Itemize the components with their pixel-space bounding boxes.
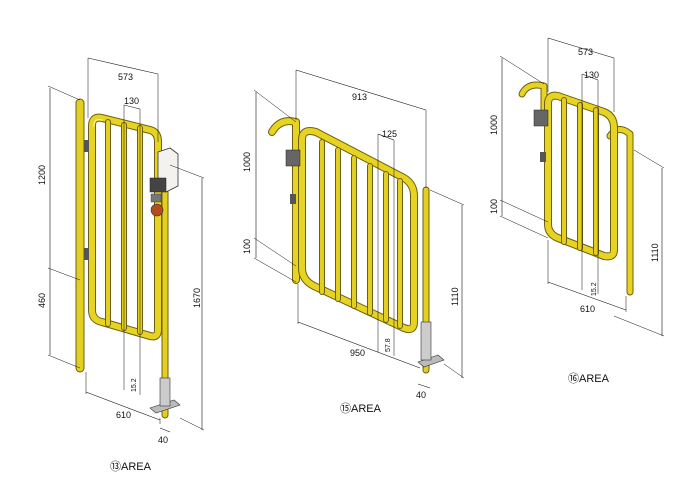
dim-width-bottom: 610 [580,304,595,314]
hinge [290,194,296,204]
hinge [84,140,89,152]
gate-bars [561,97,599,256]
area-label-13: ⑬AREA [110,460,152,473]
left-hook-post-fill [519,82,547,115]
hinge [540,152,546,162]
gate-frame-fill [299,128,417,333]
post-bracket [159,377,171,407]
lock-knob [150,203,164,217]
dimensions-15: 913 125 1000 100 1110 57.8 950 40 [242,69,465,400]
dim-width-top: 573 [118,72,133,82]
gate-frame-fill [89,114,161,340]
dim-height-left: 1000 [489,115,499,135]
area-label-15: ⑮AREA [340,402,382,415]
dim-width-top: 573 [578,47,593,57]
gate-bars [319,139,403,329]
dim-bar-dia: 15.2 [131,378,138,392]
dim-height-lower: 100 [489,199,499,214]
dim-height-lower: 100 [242,239,252,254]
hinge-latch [533,109,549,127]
dim-post: 40 [416,390,426,400]
gate-16: 573 130 1000 100 1110 15.2 610 ⑯AREA [489,37,665,385]
dim-width-top: 913 [352,92,367,102]
dim-height-left: 1200 [37,165,47,185]
post-bracket [420,321,432,361]
frame-highlight [93,118,103,127]
dim-height-left: 1000 [242,152,252,172]
dim-post: 40 [158,435,168,445]
hinge-latch [285,149,301,167]
dimensions-16: 573 130 1000 100 1110 15.2 610 [489,37,665,337]
dim-bar-dia: 57.8 [385,338,392,352]
gate-15: 913 125 1000 100 1110 57.8 950 40 ⑮AREA [242,69,465,415]
dim-height-post: 1110 [650,243,660,262]
base-plate [417,354,445,368]
dim-width-bottom: 950 [350,348,365,358]
area-label-16: ⑯AREA [568,372,610,385]
dim-bar-dia: 15.2 [591,282,598,296]
dim-bar-spacing: 125 [382,129,397,139]
gate-frame-fill [545,92,617,260]
dim-bar-spacing: 130 [124,96,139,106]
gate-13: 573 130 1200 460 1670 15.2 610 40 ⑬AREA [37,57,205,473]
dim-width-bottom: 610 [116,410,131,420]
dim-height-post: 1670 [192,288,202,308]
lock-box [149,147,179,217]
dim-height-post: 1110 [450,287,460,306]
hinge [84,248,89,260]
dim-bar-spacing: 130 [584,70,599,80]
dim-height-lower: 460 [37,293,47,308]
dimensions-13: 573 130 1200 460 1670 15.2 610 40 [37,57,205,445]
